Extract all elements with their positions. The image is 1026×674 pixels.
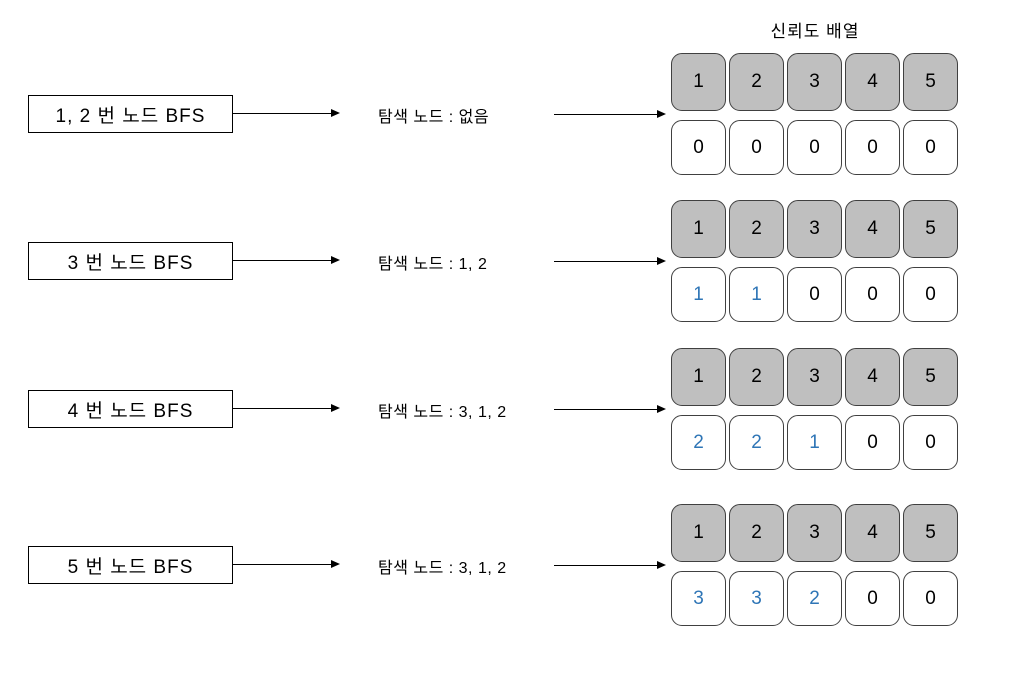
- array-index-cell: 4: [845, 53, 900, 111]
- array-value-row: 3 3 2 0 0: [671, 571, 958, 626]
- array-value-cell: 0: [729, 120, 784, 175]
- array-value-cell: 0: [845, 571, 900, 626]
- array-value-row: 2 2 1 0 0: [671, 415, 958, 470]
- bfs-step-box: 1, 2 번 노드 BFS: [28, 95, 233, 133]
- array-index-cell: 5: [903, 504, 958, 562]
- array-index-cell: 5: [903, 348, 958, 406]
- array-index-cell: 1: [671, 200, 726, 258]
- array-index-row: 1 2 3 4 5: [671, 504, 958, 562]
- arrow-right-icon: [233, 404, 340, 413]
- array-value-cell: 3: [729, 571, 784, 626]
- bfs-step-label: 1, 2 번 노드 BFS: [55, 105, 206, 127]
- page-title: 신뢰도 배열: [770, 22, 860, 41]
- array-index-cell: 2: [729, 348, 784, 406]
- array-value-cell: 0: [845, 120, 900, 175]
- array-value-cell: 0: [903, 267, 958, 322]
- array-index-row: 1 2 3 4 5: [671, 348, 958, 406]
- array-value-cell: 1: [787, 415, 842, 470]
- bfs-step-row-4: 5 번 노드 BFS 탐색 노드 : 3, 1, 2 1 2 3 4 5 3 3…: [0, 504, 1026, 626]
- array-index-cell: 2: [729, 53, 784, 111]
- array-index-cell: 2: [729, 504, 784, 562]
- array-index-cell: 3: [787, 200, 842, 258]
- array-value-cell: 0: [671, 120, 726, 175]
- array-index-cell: 3: [787, 348, 842, 406]
- array-value-row: 1 1 0 0 0: [671, 267, 958, 322]
- array-value-cell: 0: [903, 415, 958, 470]
- array-index-cell: 3: [787, 504, 842, 562]
- array-value-cell: 0: [903, 120, 958, 175]
- array-value-cell: 0: [903, 571, 958, 626]
- array-value-cell: 0: [845, 267, 900, 322]
- array-index-cell: 1: [671, 348, 726, 406]
- array-value-cell: 3: [671, 571, 726, 626]
- array-index-cell: 5: [903, 53, 958, 111]
- arrow-right-icon: [554, 561, 666, 570]
- arrow-right-icon: [233, 256, 340, 265]
- visited-nodes-label: 탐색 노드 : 3, 1, 2: [378, 560, 507, 577]
- arrow-right-icon: [554, 110, 666, 119]
- bfs-step-label: 3 번 노드 BFS: [67, 252, 194, 274]
- array-value-row: 0 0 0 0 0: [671, 120, 958, 175]
- bfs-step-row-3: 4 번 노드 BFS 탐색 노드 : 3, 1, 2 1 2 3 4 5 2 2…: [0, 348, 1026, 470]
- visited-nodes-label: 탐색 노드 : 3, 1, 2: [378, 404, 507, 421]
- array-value-cell: 0: [787, 267, 842, 322]
- arrow-right-icon: [554, 257, 666, 266]
- arrow-right-icon: [233, 560, 340, 569]
- array-index-cell: 2: [729, 200, 784, 258]
- bfs-step-row-2: 3 번 노드 BFS 탐색 노드 : 1, 2 1 2 3 4 5 1 1 0 …: [0, 200, 1026, 322]
- visited-nodes-label: 탐색 노드 : 1, 2: [378, 256, 488, 273]
- bfs-step-box: 4 번 노드 BFS: [28, 390, 233, 428]
- bfs-step-box: 3 번 노드 BFS: [28, 242, 233, 280]
- array-index-cell: 4: [845, 504, 900, 562]
- array-value-cell: 2: [671, 415, 726, 470]
- visited-nodes-label: 탐색 노드 : 없음: [378, 109, 490, 126]
- bfs-step-box: 5 번 노드 BFS: [28, 546, 233, 584]
- bfs-step-label: 4 번 노드 BFS: [67, 400, 194, 422]
- array-index-cell: 5: [903, 200, 958, 258]
- array-value-cell: 0: [787, 120, 842, 175]
- bfs-step-label: 5 번 노드 BFS: [67, 556, 194, 578]
- array-index-cell: 1: [671, 53, 726, 111]
- array-value-cell: 0: [845, 415, 900, 470]
- array-index-row: 1 2 3 4 5: [671, 53, 958, 111]
- array-index-cell: 4: [845, 348, 900, 406]
- array-index-cell: 1: [671, 504, 726, 562]
- array-value-cell: 1: [671, 267, 726, 322]
- array-index-cell: 3: [787, 53, 842, 111]
- bfs-step-row-1: 1, 2 번 노드 BFS 탐색 노드 : 없음 1 2 3 4 5 0 0 0…: [0, 53, 1026, 175]
- array-value-cell: 2: [787, 571, 842, 626]
- array-value-cell: 1: [729, 267, 784, 322]
- array-index-row: 1 2 3 4 5: [671, 200, 958, 258]
- arrow-right-icon: [554, 405, 666, 414]
- array-index-cell: 4: [845, 200, 900, 258]
- arrow-right-icon: [233, 109, 340, 118]
- array-value-cell: 2: [729, 415, 784, 470]
